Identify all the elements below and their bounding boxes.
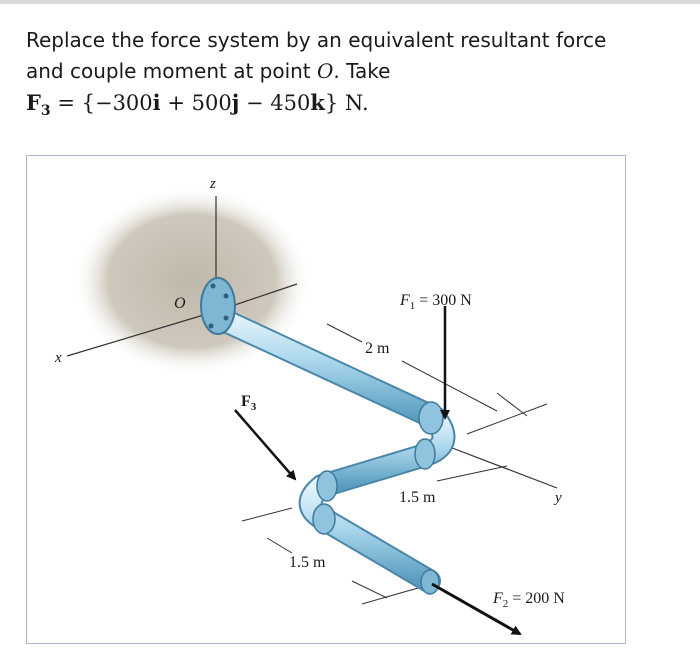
- flange-bolt-4: [208, 323, 214, 329]
- top-border: [0, 0, 700, 4]
- origin-label: O: [174, 295, 186, 312]
- z-axis-label: z: [209, 176, 216, 192]
- dim-line-1-5m-a: [266, 537, 293, 554]
- dim-line-1-5m-a2: [351, 580, 388, 599]
- flange-bolt-3: [223, 315, 229, 321]
- y-axis-label: y: [553, 490, 562, 506]
- problem-statement: Replace the force system by an equivalen…: [26, 25, 666, 127]
- x-axis: [66, 310, 218, 357]
- flange: [200, 277, 236, 335]
- figure-canvas: z x y O F1 = 300 N F3 F2 = 200 N 2 m 1.5…: [54, 176, 565, 636]
- elbow-fitting-1: [418, 401, 444, 435]
- f1-label: F1 = 300 N: [399, 292, 472, 312]
- pipe-end-cap: [420, 569, 440, 595]
- eq-part-tail: } N.: [324, 91, 369, 115]
- eq-symbol: F: [26, 90, 41, 115]
- eq-unit-j: j: [231, 90, 240, 115]
- elbow-fitting-4: [312, 503, 336, 535]
- dim-ext-1: [496, 392, 528, 417]
- dim-line-2m-b: [401, 360, 498, 412]
- dim-2m-label: 2 m: [365, 340, 390, 357]
- dim-line-2m: [326, 323, 363, 343]
- dim-line-1-5m-b: [436, 465, 508, 482]
- f3-label: F3: [241, 393, 257, 413]
- f1-label-sub: 1: [410, 300, 416, 312]
- eq-part-minus: − 450: [239, 91, 311, 115]
- elbow-fitting-2: [414, 438, 436, 470]
- dim-1-5m-label-b: 1.5 m: [399, 489, 436, 506]
- pipe-segment-1-fill: [205, 306, 445, 428]
- force-f3-equation: F3 = {−300i + 500j − 450k} N.: [26, 87, 666, 127]
- eq-part-plus: + 500: [160, 91, 232, 115]
- x-axis-label: x: [54, 350, 62, 366]
- f2-label-value: = 200 N: [508, 590, 565, 607]
- pipe-assembly-figure: z x y O F1 = 300 N F3 F2 = 200 N 2 m 1.5…: [26, 155, 626, 644]
- problem-line-2-prefix: and couple moment at point: [26, 59, 318, 83]
- f1-label-value: = 300 N: [415, 292, 472, 309]
- force-f2-arrow: [431, 582, 522, 636]
- eq-unit-i: i: [152, 90, 161, 115]
- f3-label-main: F: [241, 393, 251, 410]
- f3-label-sub: 3: [251, 401, 257, 413]
- eq-unit-k: k: [310, 90, 325, 115]
- f2-label-sub: 2: [503, 598, 509, 610]
- problem-line-2-suffix: . Take: [333, 59, 391, 83]
- dim-ext-2: [466, 403, 548, 435]
- eq-part-equals: = {−300: [50, 91, 153, 115]
- point-o-label: O: [317, 59, 334, 83]
- flange-bolt-2: [223, 293, 229, 299]
- problem-line-2: and couple moment at point O. Take: [26, 56, 666, 87]
- f2-label: F2 = 200 N: [492, 590, 565, 610]
- eq-subscript: 3: [40, 103, 51, 120]
- dim-ext-3: [241, 507, 293, 522]
- dim-1-5m-label-a: 1.5 m: [289, 554, 326, 571]
- f1-label-main: F: [399, 292, 410, 309]
- elbow-fitting-3: [316, 470, 338, 502]
- f2-label-main: F: [492, 590, 503, 607]
- flange-bolt-1: [210, 283, 216, 289]
- force-f3-arrow: [234, 409, 297, 481]
- problem-line-1: Replace the force system by an equivalen…: [26, 28, 607, 52]
